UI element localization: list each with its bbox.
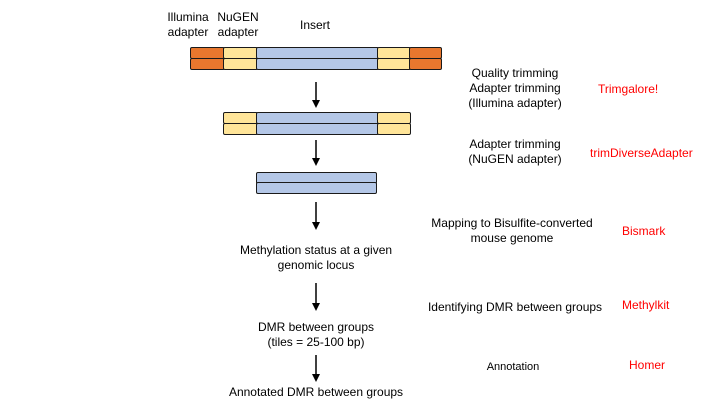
step-identifying-dmr: Identifying DMR between groups	[427, 300, 603, 314]
tool-trimdiverseadapter: trimDiverseAdapter	[590, 146, 693, 160]
annotated-dmr-text: Annotated DMR between groups	[228, 385, 404, 399]
tool-trimgalore: Trimgalore!	[598, 82, 659, 96]
tool-methylkit: Methylkit	[622, 298, 670, 312]
illumina-adapter-label: Illumina adapter	[167, 10, 209, 39]
nugen-adapter-label: NuGEN adapter	[217, 10, 259, 39]
tool-homer: Homer	[629, 358, 666, 372]
dmr-between-groups-text: DMR between groups (tiles = 25-100 bp)	[257, 320, 375, 349]
insert-label: Insert	[299, 18, 330, 32]
tool-bismark: Bismark	[622, 224, 666, 238]
step-mapping: Mapping to Bisulfite-converted mouse gen…	[431, 216, 593, 245]
step-quality-adapter-trimming: Quality trimming Adapter trimming (Illum…	[468, 66, 562, 110]
methylation-status-text: Methylation status at a given genomic lo…	[239, 243, 393, 272]
step-nugen-adapter-trimming: Adapter trimming (NuGEN adapter)	[468, 137, 562, 166]
illumina-adapter-segment	[409, 58, 442, 70]
step-annotation: Annotation	[486, 361, 540, 373]
nugen-adapter-segment	[377, 123, 411, 135]
insert-segment	[256, 182, 377, 194]
